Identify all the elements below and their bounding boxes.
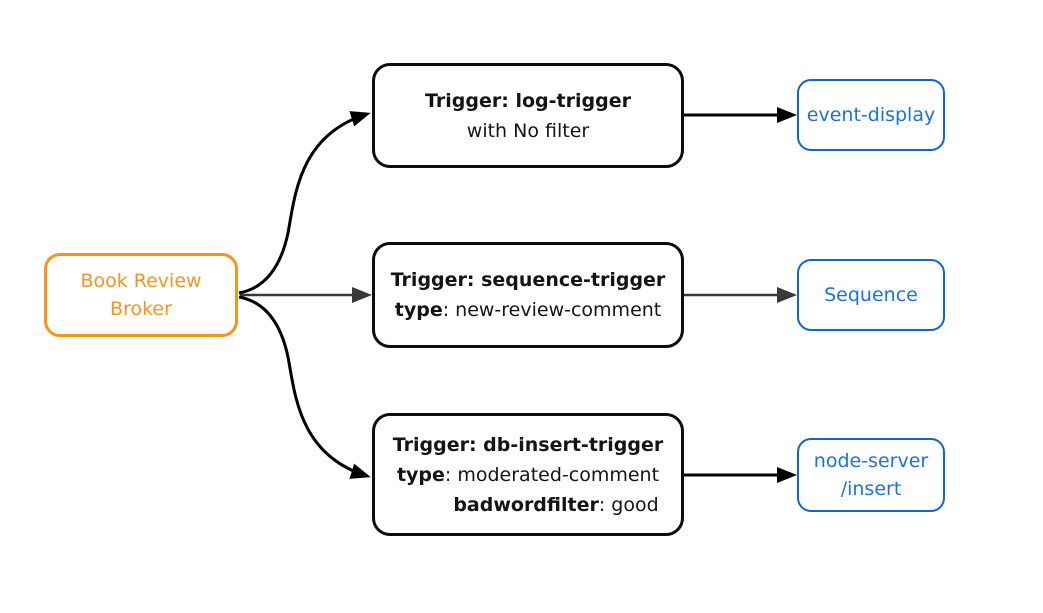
broker-node: Book Review Broker bbox=[44, 253, 238, 337]
broker-label-line2: Broker bbox=[110, 298, 172, 320]
trigger-attr-value: : good bbox=[598, 493, 659, 516]
trigger-attr: type: new-review-comment bbox=[395, 295, 662, 325]
sink-node-node-server-insert: node-server /insert bbox=[797, 438, 945, 512]
trigger-attr-key: type bbox=[396, 463, 445, 486]
trigger-attr-key: type bbox=[394, 299, 443, 321]
broker-label-line1: Book Review bbox=[80, 270, 202, 292]
trigger-attr-key: badwordfilter bbox=[453, 493, 599, 516]
trigger-attr-value: : moderated-comment bbox=[444, 463, 660, 486]
edge-broker-to-db-insert-trigger bbox=[238, 295, 371, 479]
trigger-attr: badwordfilter: good bbox=[397, 490, 658, 520]
sink-label: Sequence bbox=[824, 284, 918, 306]
trigger-attr: with No filter bbox=[467, 116, 589, 146]
trigger-attr-value: with No filter bbox=[466, 119, 590, 142]
trigger-attr-value: : new-review-comment bbox=[442, 299, 662, 321]
edge-broker-to-log-trigger bbox=[238, 111, 371, 295]
trigger-title: Trigger: db-insert-trigger bbox=[392, 433, 664, 456]
sink-label: event-display bbox=[806, 104, 936, 126]
trigger-title: Trigger: log-trigger bbox=[425, 89, 631, 112]
trigger-node-db-insert: Trigger: db-insert-trigger type: moderat… bbox=[372, 413, 684, 536]
sink-node-event-display: event-display bbox=[797, 79, 945, 151]
sink-label-line2: /insert bbox=[840, 478, 902, 500]
trigger-node-log: Trigger: log-trigger with No filter bbox=[372, 63, 684, 168]
trigger-node-sequence: Trigger: sequence-trigger type: new-revi… bbox=[372, 242, 684, 348]
sink-node-sequence: Sequence bbox=[797, 259, 945, 331]
trigger-attr: type: moderated-comment bbox=[397, 460, 659, 490]
trigger-title: Trigger: sequence-trigger bbox=[390, 269, 666, 291]
sink-label-line1: node-server bbox=[813, 450, 929, 472]
